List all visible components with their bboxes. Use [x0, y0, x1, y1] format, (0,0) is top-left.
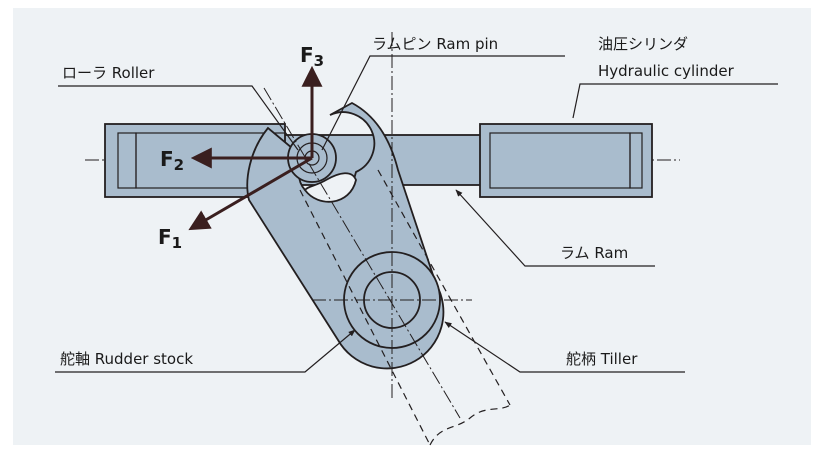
ram-pin-leader — [321, 55, 565, 151]
rudder-stock-leader — [55, 329, 356, 373]
tiller-label: 舵柄 Tiller — [566, 350, 638, 368]
tiller-alt-position — [299, 169, 511, 446]
force-f1-label: F1 — [158, 225, 182, 252]
force-f2-label: F2 — [160, 147, 184, 174]
hydraulic-cylinder-label-en: Hydraulic cylinder — [598, 62, 735, 80]
ram-leader — [455, 189, 655, 267]
rudder-stock-label: 舵軸 Rudder stock — [60, 350, 193, 368]
hydraulic-cylinder-label-jp: 油圧シリンダ — [598, 35, 688, 53]
tiller-slot — [303, 172, 357, 203]
roller-leader — [58, 85, 299, 151]
ram-label: ラム Ram — [560, 244, 628, 262]
ram-pin-label: ラムピン Ram pin — [372, 35, 498, 53]
tiller-axis-line — [263, 87, 461, 419]
right-cylinder — [479, 123, 653, 198]
roller-label: ローラ Roller — [62, 64, 155, 82]
tiller-leader — [444, 321, 685, 373]
force-f1-arrow — [188, 156, 313, 231]
force-f3-label: F3 — [300, 43, 324, 70]
cylinder-leader — [572, 83, 778, 119]
